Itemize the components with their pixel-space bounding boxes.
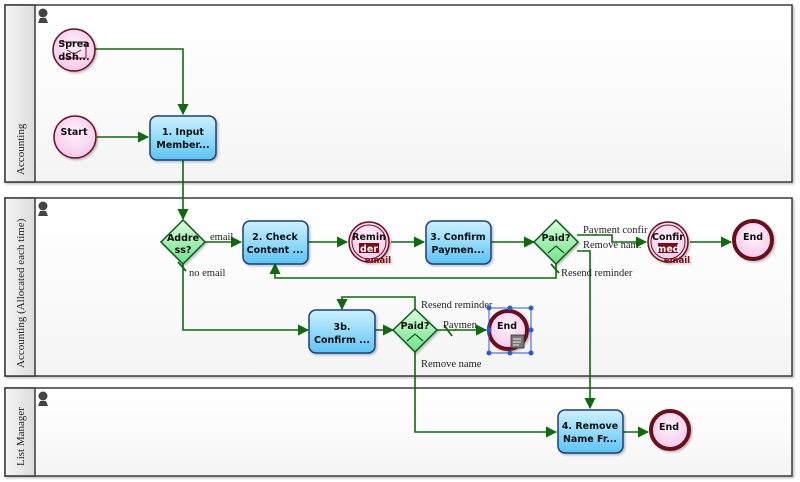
node-label: 1. Input xyxy=(162,127,204,138)
selection-handles[interactable] xyxy=(486,305,534,356)
performer-icon xyxy=(38,391,48,406)
gateway-paid[interactable]: Paid? xyxy=(391,307,439,354)
end-event[interactable]: End xyxy=(649,409,691,451)
gateway-paid[interactable]: Paid? xyxy=(532,218,580,266)
task-input-member[interactable]: 1. Input Member... xyxy=(149,115,217,161)
lane-accounting: Accounting xyxy=(4,4,793,183)
flow-paid1-payment-confirmed[interactable] xyxy=(577,234,648,248)
end-event[interactable]: End xyxy=(732,219,774,261)
lane-label: Accounting xyxy=(15,123,27,175)
edge-label-remove-name: Remove nam. xyxy=(583,240,641,251)
intermediate-event-confirmed-email[interactable]: Confir med email xyxy=(647,221,690,266)
envelope-icon xyxy=(658,243,678,253)
node-label: 3b. xyxy=(333,322,350,333)
gateway-address[interactable]: Addre ss? xyxy=(159,218,207,266)
node-label: 3. Confirm xyxy=(430,232,486,243)
task-remove-name[interactable]: 4. Remove Name Fr... xyxy=(557,409,624,454)
email-tag: email xyxy=(664,256,690,266)
performer-icon xyxy=(38,8,48,23)
start-event-spreadsheet[interactable]: Sprea dSh... xyxy=(52,28,96,72)
node-label: Content ... xyxy=(247,245,304,256)
envelope-icon xyxy=(62,41,87,59)
node-label: Addre xyxy=(167,233,199,244)
sequence-flows xyxy=(95,48,733,438)
task-confirm-payment[interactable]: 3. Confirm Paymen... xyxy=(425,220,492,265)
node-label: End xyxy=(743,232,763,243)
node-label: Remin xyxy=(352,232,386,243)
node-label: Paid? xyxy=(401,321,430,332)
edge-label-resend-reminder: Resend reminder xyxy=(421,300,493,311)
node-label: Start xyxy=(60,127,87,138)
node-label: Paid? xyxy=(542,233,571,244)
node-label: Sprea xyxy=(58,39,89,50)
edge-label-payment: Paymen xyxy=(443,320,478,331)
edge-label-no-email: no email xyxy=(189,268,226,279)
node-label: ss? xyxy=(175,245,192,256)
edge-label-resend-reminder: Resend reminder xyxy=(561,268,633,279)
end-event-selected[interactable]: End xyxy=(486,305,534,356)
flow-paid1-resend-reminder[interactable] xyxy=(269,262,557,279)
flow-address-no-email[interactable] xyxy=(182,264,310,336)
flow-paid2-remove-name[interactable] xyxy=(414,352,558,438)
lane-label: List Manager xyxy=(15,407,27,466)
performer-icon xyxy=(38,201,48,216)
node-label: der xyxy=(360,244,378,255)
edge-label-remove-name: Remove name xyxy=(421,359,482,370)
node-label: Confirm ... xyxy=(314,335,370,346)
note-icon[interactable] xyxy=(510,334,525,349)
node-label: dSh... xyxy=(58,52,89,63)
flow-spreadsheet-to-task1[interactable] xyxy=(95,48,189,116)
task-check-content[interactable]: 2. Check Content ... xyxy=(242,220,309,265)
node-label: Member... xyxy=(156,140,209,151)
envelope-icon xyxy=(359,243,379,253)
edge-label-payment-confirmed: Payment confir xyxy=(583,225,648,236)
node-label: 4. Remove xyxy=(562,421,618,432)
node-label: End xyxy=(497,321,517,332)
node-label: 2. Check xyxy=(252,232,298,243)
start-event[interactable]: Start xyxy=(53,115,97,159)
node-label: Name Fr... xyxy=(563,434,617,445)
node-label: Paymen... xyxy=(432,245,485,256)
email-tag: email xyxy=(365,256,391,266)
edge-label-email: email xyxy=(210,232,233,243)
node-label: med xyxy=(656,244,679,255)
intermediate-event-reminder-email[interactable]: Remin der email xyxy=(348,221,391,266)
node-label: Confir xyxy=(652,232,684,243)
flow-paid2-resend-reminder[interactable] xyxy=(336,296,416,311)
task-3b-confirm[interactable]: 3b. Confirm ... xyxy=(308,309,376,354)
node-label: End xyxy=(659,422,679,433)
lane-label: Accounting (Allocated each time) xyxy=(15,218,27,368)
flow-paid1-remove-name[interactable] xyxy=(577,250,596,410)
